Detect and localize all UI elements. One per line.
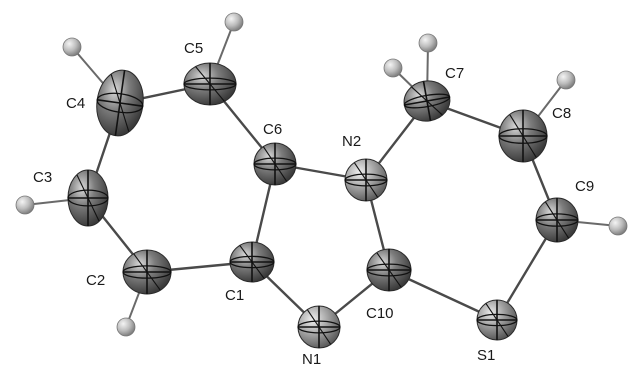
atom-label-c10: C10	[366, 305, 394, 322]
hydrogen-atom-c7-1	[418, 33, 438, 53]
atom-layer	[67, 62, 579, 349]
atom-label-c7: C7	[445, 65, 464, 82]
atom-c6	[253, 142, 297, 186]
atom-label-c1: C1	[225, 287, 244, 304]
hydrogen-atom-c9-0	[608, 216, 628, 236]
atom-label-s1: S1	[477, 347, 495, 364]
hydrogen-bond-layer	[24, 21, 619, 328]
atom-s1	[476, 299, 518, 341]
atom-label-c3: C3	[33, 169, 52, 186]
atom-c5	[183, 62, 237, 106]
atom-n1	[297, 305, 341, 349]
hydrogen-atom-c7-0	[383, 58, 403, 78]
hydrogen-atom-c5-0	[224, 12, 244, 32]
atom-label-c8: C8	[552, 105, 571, 122]
atom-c3	[67, 169, 109, 227]
atom-n2	[344, 158, 388, 202]
atom-c2	[122, 249, 172, 295]
atom-label-n1: N1	[302, 351, 321, 368]
atom-c1	[229, 241, 275, 283]
hydrogen-atom-c8-0	[556, 70, 576, 90]
atom-c8	[498, 109, 548, 163]
atom-c4	[96, 69, 144, 137]
atom-label-c6: C6	[263, 121, 282, 138]
atom-label-c4: C4	[66, 95, 85, 112]
atom-label-c5: C5	[184, 40, 203, 57]
atom-c10	[366, 248, 412, 292]
atom-label-c9: C9	[575, 178, 594, 195]
hydrogen-atom-layer	[15, 12, 628, 337]
hydrogen-atom-c4-0	[62, 37, 82, 57]
atom-label-n2: N2	[342, 133, 361, 150]
hydrogen-atom-c2-0	[116, 317, 136, 337]
hydrogen-atom-c3-0	[15, 195, 35, 215]
atom-c9	[535, 197, 579, 243]
atom-label-c2: C2	[86, 272, 105, 289]
atom-c7	[403, 80, 451, 122]
